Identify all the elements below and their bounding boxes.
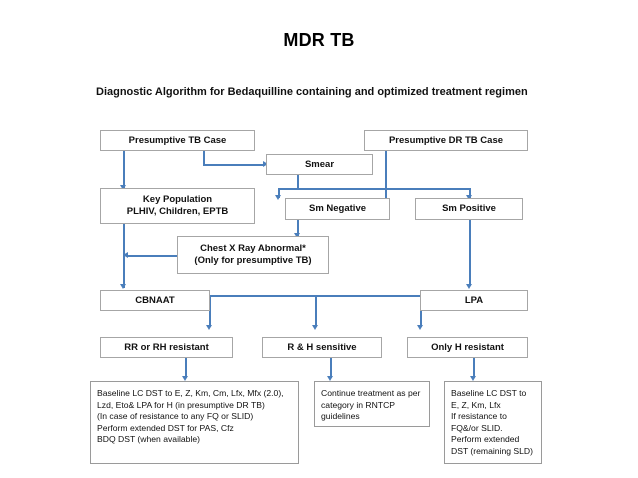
arrowhead-smear <box>263 161 268 168</box>
edge-rr-rh-to-note-left <box>185 358 187 378</box>
node-r-and-h-sensitive-label: R & H sensitive <box>287 341 357 353</box>
arrowhead-sm-negative <box>275 195 282 200</box>
arrowhead-key-population <box>120 185 127 190</box>
edge-presumptive-tb-to-key-population <box>123 150 125 188</box>
arrowhead-note-left <box>182 376 189 381</box>
node-lpa-label: LPA <box>464 294 484 306</box>
edge-chest-xray-to-left-rail <box>128 255 178 257</box>
arrowhead-chest-xray <box>294 233 301 238</box>
node-rr-or-rh-resistant[interactable]: RR or RH resistant <box>100 337 233 358</box>
node-sm-positive-label: Sm Positive <box>442 203 496 214</box>
arrowhead-left-rail <box>123 252 128 259</box>
edge-r-h-sensitive-to-note-middle <box>330 358 332 378</box>
node-cbnaat-label: CBNAAT <box>135 294 175 306</box>
node-chest-xray-line1: Chest X Ray Abnormal* <box>200 243 306 254</box>
arrowhead-note-middle <box>327 376 334 381</box>
node-sm-positive[interactable]: Sm Positive <box>415 198 523 220</box>
edge-smear-to-sm-positive-right <box>469 188 471 198</box>
node-presumptive-tb-case-label: Presumptive TB Case <box>128 134 227 146</box>
diagram-subtitle: Diagnostic Algorithm for Bedaquilline co… <box>96 86 528 98</box>
edge-smear-down <box>297 175 299 189</box>
node-key-population-line2: PLHIV, Children, EPTB <box>126 206 229 217</box>
node-chest-xray-line2: (Only for presumptive TB) <box>194 255 312 266</box>
node-sm-negative-label: Sm Negative <box>308 203 367 214</box>
node-chest-xray-abnormal[interactable]: Chest X Ray Abnormal* (Only for presumpt… <box>177 236 329 274</box>
note-box-left[interactable]: Baseline LC DST to E, Z, Km, Cm, Lfx, Mf… <box>90 381 299 464</box>
edge-presumptive-dr-tb-to-sm-positive <box>385 150 387 198</box>
node-smear-label: Smear <box>304 158 335 170</box>
node-key-population-line1: Key Population <box>142 194 213 205</box>
arrowhead-only-h-resistant <box>417 325 424 330</box>
edge-sm-negative-to-chest-xray <box>297 220 299 236</box>
node-presumptive-dr-tb-case-label: Presumptive DR TB Case <box>388 134 504 146</box>
edge-sm-positive-to-lpa <box>469 220 471 286</box>
node-presumptive-tb-case[interactable]: Presumptive TB Case <box>100 130 255 151</box>
arrowhead-r-h-sensitive <box>312 325 319 330</box>
edge-smear-to-sm-negative <box>278 188 280 198</box>
node-key-population[interactable]: Key Population PLHIV, Children, EPTB <box>100 188 255 224</box>
edge-presumptive-tb-to-smear-vertical <box>203 150 205 165</box>
node-lpa[interactable]: LPA <box>420 290 528 311</box>
arrowhead-note-right <box>470 376 477 381</box>
node-r-and-h-sensitive[interactable]: R & H sensitive <box>262 337 382 358</box>
arrowhead-lpa <box>466 284 473 289</box>
page-title: MDR TB <box>283 30 355 50</box>
note-box-right[interactable]: Baseline LC DST to E, Z, Km, Lfx If resi… <box>444 381 542 464</box>
node-only-h-resistant-label: Only H resistant <box>431 341 504 353</box>
node-rr-or-rh-resistant-label: RR or RH resistant <box>124 341 209 353</box>
arrowhead-sm-positive <box>466 195 473 200</box>
edge-presumptive-tb-to-smear-horizontal <box>203 164 265 166</box>
node-presumptive-dr-tb-case[interactable]: Presumptive DR TB Case <box>364 130 528 151</box>
edge-bus-to-only-h-resistant <box>420 295 422 327</box>
node-only-h-resistant[interactable]: Only H resistant <box>407 337 528 358</box>
arrowhead-cbnaat <box>120 284 127 289</box>
node-smear[interactable]: Smear <box>266 154 373 175</box>
edge-smear-split-bar <box>278 188 470 190</box>
note-box-middle[interactable]: Continue treatment as per category in RN… <box>314 381 430 427</box>
edge-cbnaat-to-r-h-sensitive <box>315 295 317 327</box>
node-cbnaat[interactable]: CBNAAT <box>100 290 210 311</box>
edge-only-h-to-note-right <box>473 358 475 378</box>
node-sm-negative[interactable]: Sm Negative <box>285 198 390 220</box>
edge-cbnaat-to-rr-rh <box>209 295 211 327</box>
arrowhead-rr-rh-resistant <box>206 325 213 330</box>
